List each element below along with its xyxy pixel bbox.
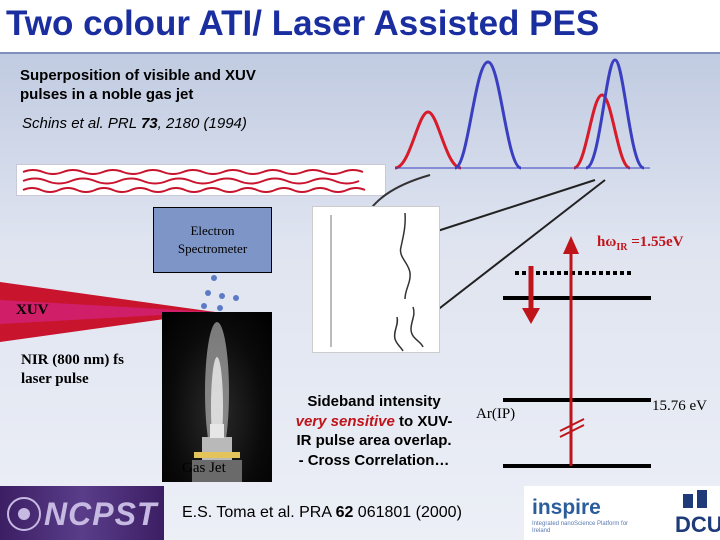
axis-break-mark [559, 424, 585, 438]
inspire-tagline: Integrated nanoScience Platform for Irel… [532, 521, 629, 534]
reference-toma: E.S. Toma et al. PRA 62 061801 (2000) [182, 504, 462, 522]
spectrometer-line-2: Spectrometer [177, 241, 248, 256]
xuv-photon-arrowhead [563, 236, 579, 254]
energy-sub: IR [616, 242, 628, 253]
nir-label: NIR (800 nm) fs laser pulse [21, 351, 124, 389]
sideband-line-4: - Cross Correlation… [298, 451, 450, 469]
ref1-suffix: , 2180 (1994) [157, 115, 247, 132]
ref1-prefix: Schins et al. PRL [22, 115, 141, 132]
sideband-text: Sideband intensity very sensitive to XUV… [276, 392, 472, 470]
sideband-line-1: Sideband intensity [307, 393, 441, 410]
nir-label-line-1: NIR (800 nm) fs [21, 352, 124, 368]
spectrum-trace-upper [399, 212, 411, 300]
axis-break-mark [559, 418, 585, 432]
spectrum-trace-lower [410, 306, 424, 348]
electron-dot [217, 305, 223, 311]
electron-dot [211, 275, 217, 281]
ncpst-logo-text: NCPST [44, 496, 158, 532]
nozzle-tip [210, 424, 224, 438]
nozzle-ring [194, 452, 240, 458]
reference-schins: Schins et al. PRL 73, 2180 (1994) [22, 115, 247, 132]
electron-dot [233, 295, 239, 301]
inspire-logo: inspire [532, 496, 601, 519]
nir-label-line-2: laser pulse [21, 371, 89, 387]
ncpst-emblem-ring [7, 497, 41, 531]
pointer-line-2 [417, 179, 606, 326]
scribbled-banner-image [16, 164, 386, 196]
slide-title: Two colour ATI/ Laser Assisted PES [6, 4, 600, 43]
pulse-blue-left [454, 60, 522, 170]
electron-spectrometer-box: Electron Spectrometer [153, 207, 272, 273]
ref1-volume: 73 [140, 115, 158, 132]
sideband-line-3: IR pulse area overlap. [296, 432, 452, 449]
intro-text: Superposition of visible and XUV pulses … [20, 66, 340, 104]
ref2-prefix: E.S. Toma et al. PRA [182, 504, 336, 521]
ref2-suffix: 061801 (2000) [353, 504, 462, 521]
banner-scribble [22, 169, 366, 193]
ir-photon-arrowhead [522, 308, 540, 324]
gas-jet-photo [162, 312, 272, 482]
gas-jet-label: Gas Jet [182, 460, 226, 476]
energy-prefix: hω [597, 234, 617, 250]
pulse-blue-right [585, 58, 645, 170]
intro-line-2: pulses in a noble gas jet [20, 86, 194, 103]
pulse-red-left [394, 110, 462, 170]
ar-ip-label: Ar(IP) [476, 406, 516, 422]
spectrometer-line-1: Electron [190, 223, 235, 238]
sideband-line-2-rest: to XUV- [394, 412, 453, 430]
xuv-label: XUV [16, 302, 49, 318]
dcu-logo: DCU [675, 512, 720, 537]
ip-energy-label: 15.76 eV [652, 398, 707, 414]
energy-value: =1.55eV [627, 234, 684, 250]
title-bar [0, 0, 720, 54]
intro-line-1: Superposition of visible and XUV [20, 67, 256, 84]
electron-dot [219, 293, 225, 299]
sideband-line-2: very sensitive to XUV- [276, 412, 472, 432]
photoelectron-spectrum-image [312, 206, 440, 353]
sideband-red-text: very sensitive [295, 412, 395, 430]
electron-dot [205, 290, 211, 296]
xuv-beam [0, 300, 215, 324]
gas-jet-drawing [192, 322, 242, 482]
nozzle-base [192, 460, 242, 482]
ncpst-emblem-core [18, 508, 30, 520]
pulse-red-right [573, 93, 631, 170]
spectrum-trace-left [393, 316, 404, 352]
pointer-line-1 [421, 179, 596, 237]
electron-dot [201, 303, 207, 309]
spectrum-traces [330, 212, 424, 352]
ir-photon-energy-label: hωIR =1.55eV [597, 234, 683, 253]
ref2-volume: 62 [335, 504, 354, 521]
ncpst-logo-background [0, 486, 164, 540]
ncpst-emblem [7, 497, 41, 531]
